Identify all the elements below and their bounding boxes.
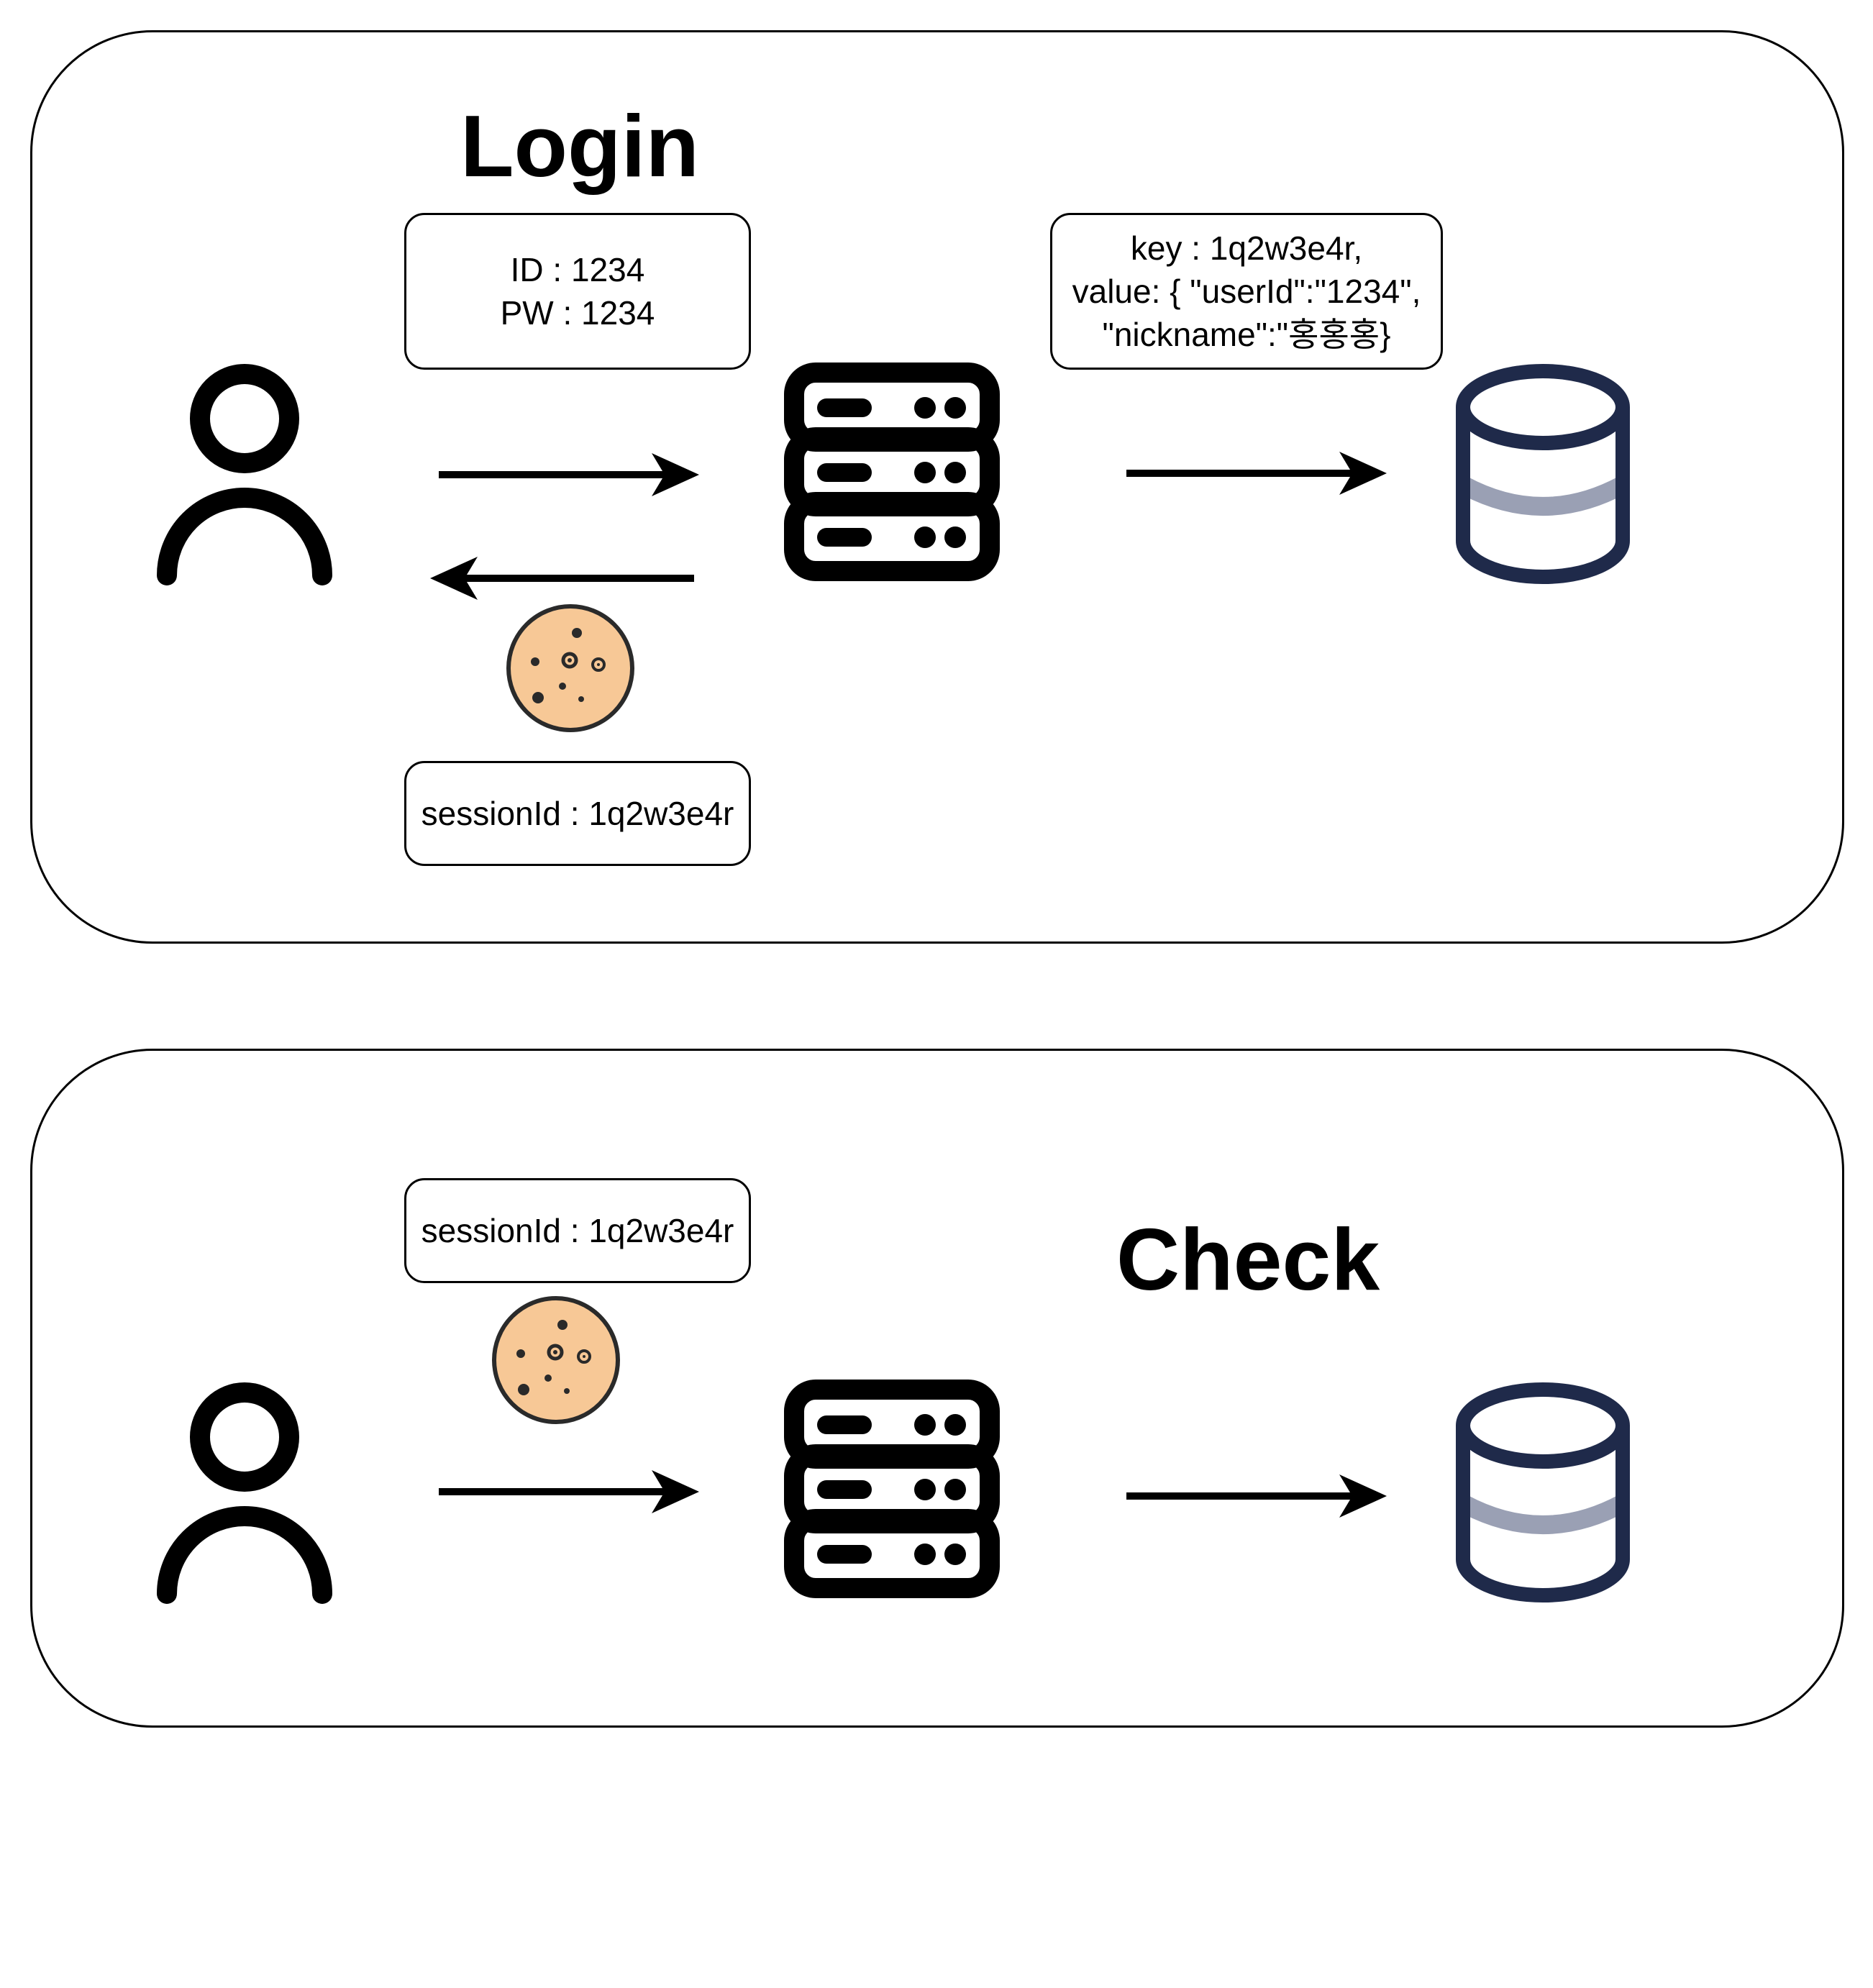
session-id-box: sessionId : 1q2w3e4r: [404, 761, 751, 866]
database-icon: [1456, 1382, 1630, 1602]
session-store-box: key : 1q2w3e4r, value: { "userId":"1234"…: [1050, 213, 1443, 370]
store-arrow: [1126, 452, 1387, 495]
check-title: Check: [1116, 1210, 1380, 1308]
database-icon: [1456, 364, 1630, 584]
credentials-id: ID : 1234: [510, 251, 645, 288]
cookie-icon: [506, 604, 634, 732]
user-icon: [157, 1382, 332, 1604]
user-icon: [157, 364, 332, 585]
check-session-id-text: sessionId : 1q2w3e4r: [421, 1212, 734, 1249]
check-lookup-arrow: [1126, 1474, 1387, 1518]
server-icon: [784, 363, 1000, 581]
store-nickname: "nickname":"홍홍홍}: [1102, 316, 1391, 353]
check-session-id-box: sessionId : 1q2w3e4r: [404, 1178, 751, 1283]
response-arrow: [430, 557, 694, 600]
store-key: key : 1q2w3e4r,: [1130, 229, 1363, 267]
credentials-box: ID : 1234 PW : 1234: [404, 213, 751, 370]
session-id-text: sessionId : 1q2w3e4r: [421, 795, 734, 832]
login-title: Login: [460, 97, 699, 195]
login-panel: [30, 30, 1844, 944]
server-icon: [784, 1380, 1000, 1598]
cookie-icon: [492, 1296, 620, 1424]
request-arrow: [439, 453, 699, 496]
store-value: value: { "userId":"1234",: [1072, 273, 1421, 310]
credentials-pw: PW : 1234: [500, 294, 655, 332]
check-request-arrow: [439, 1470, 699, 1513]
